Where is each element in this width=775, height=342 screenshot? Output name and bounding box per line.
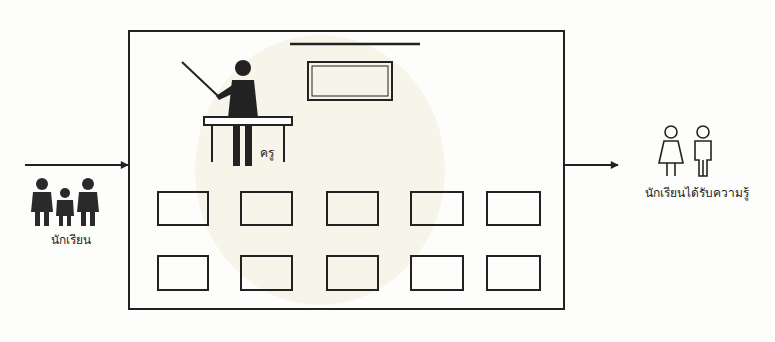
person-head: [665, 126, 677, 138]
person-leg: [35, 210, 40, 226]
desk-leg: [283, 125, 285, 162]
teacher-label: ครู: [260, 146, 290, 160]
person-leg: [81, 210, 86, 226]
student-desk: [241, 192, 292, 225]
student-desk: [327, 256, 378, 290]
desk-top: [204, 117, 292, 125]
classroom-box: ครู: [128, 30, 565, 310]
blackboard-inner: [312, 66, 388, 96]
desk-leg: [211, 125, 213, 162]
person-body: [31, 192, 53, 212]
flow-arrow: [565, 164, 618, 166]
person-leg-split: [702, 160, 704, 176]
educated-students: นักเรียนได้รับความรู้: [618, 118, 775, 210]
student-desk: [487, 256, 540, 290]
pointer-stick: [182, 62, 218, 96]
watermark-seal: [195, 35, 445, 305]
student-desk: [158, 192, 208, 225]
teacher-figure: [182, 60, 258, 166]
group-label: นักเรียน: [25, 233, 117, 247]
student-desk: [411, 192, 463, 225]
student-desk: [487, 192, 540, 225]
person-leg: [666, 163, 668, 176]
educated-students-icon: [659, 126, 711, 176]
flow-arrow: [25, 164, 128, 166]
person-head: [36, 178, 48, 190]
person-body: [77, 192, 99, 212]
teacher-head: [235, 60, 251, 76]
person-body: [695, 141, 711, 176]
person-head: [82, 178, 94, 190]
student-group-icon: [31, 178, 99, 226]
person-head: [60, 188, 70, 198]
teacher-arm: [216, 84, 236, 100]
outcome-label: นักเรียนได้รับความรู้: [618, 186, 775, 200]
person-leg: [44, 210, 49, 226]
person-head: [697, 126, 709, 138]
person-body: [56, 200, 74, 216]
student-desk: [327, 192, 378, 225]
student-desks: [158, 192, 540, 290]
student-desk: [158, 256, 208, 290]
student-desk: [411, 256, 463, 290]
teacher-leg: [245, 126, 252, 166]
person-dress: [659, 141, 683, 163]
board-rail: [290, 43, 420, 46]
person-leg: [59, 214, 63, 226]
person-leg: [674, 163, 676, 176]
person-leg: [90, 210, 95, 226]
blackboard: [308, 62, 392, 100]
student-desk: [241, 256, 292, 290]
teacher-leg: [233, 126, 240, 166]
person-leg: [67, 214, 71, 226]
student-group: นักเรียน: [25, 165, 117, 257]
teacher-desk: [204, 117, 292, 162]
